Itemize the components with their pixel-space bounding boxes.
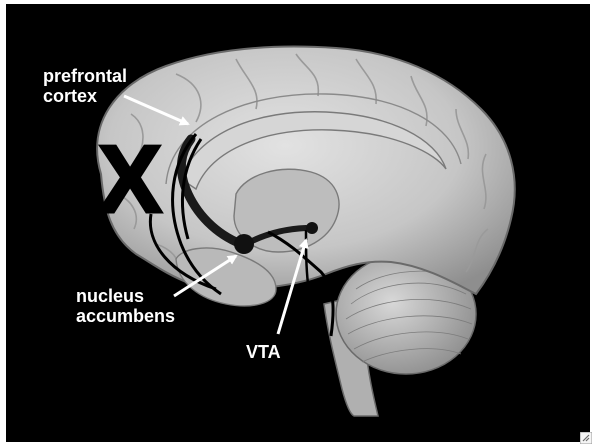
nucleus-label-line2: accumbens (76, 306, 175, 326)
vta-node (306, 222, 318, 234)
brain-diagram: prefrontal cortex nucleus accumbens VTA … (6, 4, 590, 442)
prefrontal-label-line2: cortex (43, 86, 97, 106)
block-mark: X (98, 126, 162, 233)
vta-label: VTA (246, 342, 281, 362)
brain-svg: prefrontal cortex nucleus accumbens VTA … (6, 4, 590, 442)
resize-corner-icon[interactable] (580, 432, 592, 444)
prefrontal-label-line1: prefrontal (43, 66, 127, 86)
nucleus-accumbens-node (234, 234, 254, 254)
nucleus-label-line1: nucleus (76, 286, 144, 306)
